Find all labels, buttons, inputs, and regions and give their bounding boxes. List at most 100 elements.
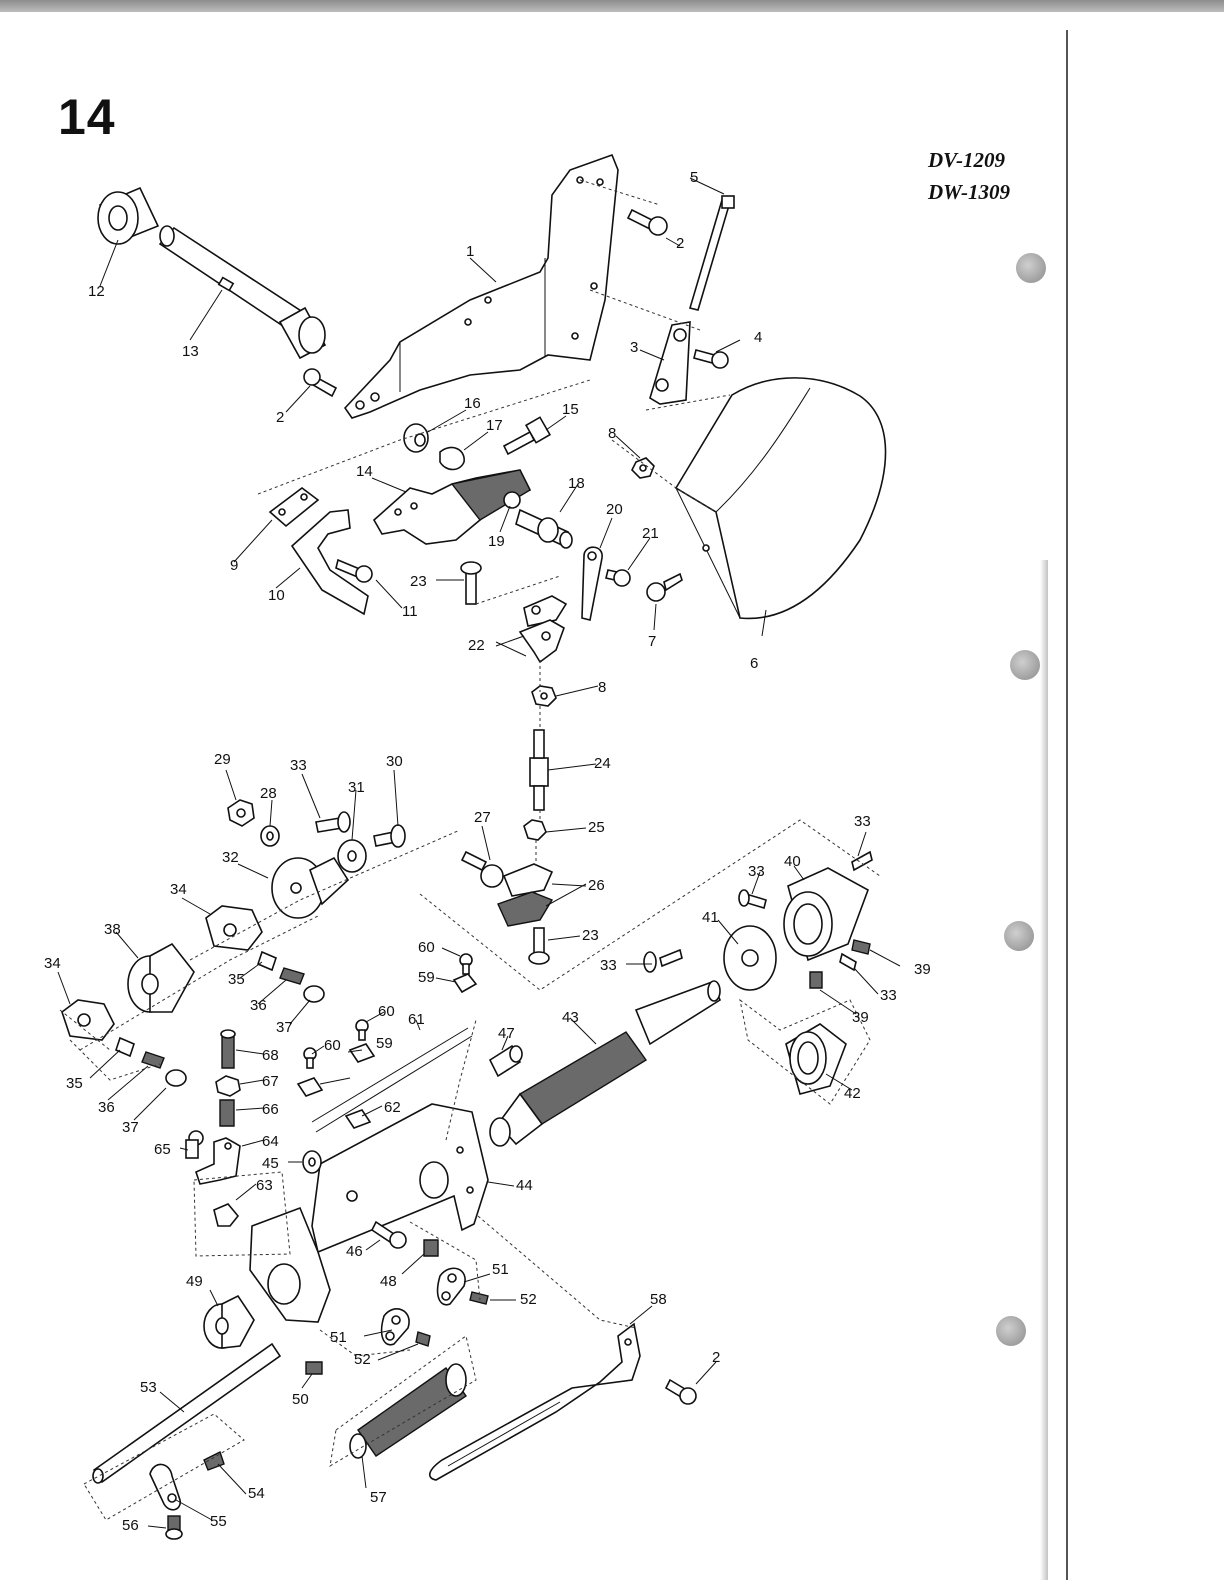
part-22-clamp <box>518 595 568 664</box>
part-37-plunger-a <box>303 985 325 1003</box>
part-29-nut <box>227 799 255 827</box>
part-51-cam-b <box>380 1308 410 1346</box>
part-21-screw <box>605 569 631 587</box>
part-43-knurled-shaft <box>489 980 722 1147</box>
part-55-lever <box>149 1463 181 1511</box>
label-68: 68 <box>262 1047 279 1064</box>
label-48: 48 <box>380 1273 397 1290</box>
label-34: 34 <box>170 881 187 898</box>
part-28-washer <box>260 825 280 847</box>
label-58: 58 <box>650 1291 667 1308</box>
part-64-bracket <box>195 1137 241 1185</box>
part-39-setscrew-b <box>809 971 823 989</box>
part-25-nut <box>523 819 547 841</box>
part-36-spring-b <box>141 1051 165 1069</box>
label-30: 30 <box>386 753 403 770</box>
label-6: 6 <box>750 655 758 672</box>
label-39: 39 <box>852 1009 869 1026</box>
label-63: 63 <box>256 1177 273 1194</box>
label-5: 5 <box>690 169 698 186</box>
part-20-link <box>581 546 603 621</box>
part-13-shaft <box>158 225 327 360</box>
part-45-washer <box>302 1150 322 1174</box>
part-15-screw <box>502 416 552 456</box>
label-16: 16 <box>464 395 481 412</box>
part-57-knurled-roller <box>349 1363 467 1459</box>
part-52-setscrew-a <box>469 1291 489 1305</box>
part-35-pin-b <box>115 1036 135 1058</box>
label-33: 33 <box>854 813 871 830</box>
part-10-lever <box>290 509 369 616</box>
part-34-cam-b <box>61 999 115 1041</box>
label-3: 3 <box>630 339 638 356</box>
label-10: 10 <box>268 587 285 604</box>
label-52: 52 <box>354 1351 371 1368</box>
part-50-setscrew <box>305 1361 323 1375</box>
part-30-screw <box>373 824 406 848</box>
leader-lines <box>57 177 901 1529</box>
part-62-clip <box>344 1109 372 1129</box>
part-33-screw-c <box>738 889 767 910</box>
label-33: 33 <box>600 957 617 974</box>
binding-shadow <box>1040 560 1048 1580</box>
part-37-plunger-b <box>165 1069 187 1087</box>
part-33-washer <box>337 839 367 873</box>
part-56-screw <box>165 1515 183 1540</box>
label-44: 44 <box>516 1177 533 1194</box>
label-40: 40 <box>784 853 801 870</box>
part-59-clip-b <box>348 1043 376 1063</box>
part-48-setscrew <box>423 1239 439 1257</box>
label-17: 17 <box>486 417 503 434</box>
label-23: 23 <box>582 927 599 944</box>
model-label-2: DW-1309 <box>928 180 1011 204</box>
assembly-lines <box>59 179 881 1521</box>
part-2-screw-a <box>303 368 338 398</box>
part-58-lever <box>429 1322 641 1481</box>
label-60: 60 <box>378 1003 395 1020</box>
label-66: 66 <box>262 1101 279 1118</box>
part-67-nut <box>215 1075 241 1097</box>
label-50: 50 <box>292 1391 309 1408</box>
part-52-setscrew-b <box>415 1331 431 1347</box>
part-36-spring-a <box>279 967 305 985</box>
label-38: 38 <box>104 921 121 938</box>
label-51: 51 <box>330 1329 347 1346</box>
label-57: 57 <box>370 1489 387 1506</box>
label-2: 2 <box>276 409 284 426</box>
punch-hole <box>996 1316 1026 1346</box>
part-60-screw-a <box>459 953 473 975</box>
part-35-pin-a <box>257 950 277 972</box>
label-37: 37 <box>276 1019 293 1036</box>
part-23-screw-b <box>528 927 550 965</box>
label-19: 19 <box>488 533 505 550</box>
label-36: 36 <box>98 1099 115 1116</box>
part-2-screw-c <box>664 1378 697 1405</box>
label-13: 13 <box>182 343 199 360</box>
label-56: 56 <box>122 1517 139 1534</box>
label-47: 47 <box>498 1025 515 1042</box>
part-61-rod <box>311 1027 473 1133</box>
label-25: 25 <box>588 819 605 836</box>
label-51: 51 <box>492 1261 509 1278</box>
part-11-screw <box>335 558 373 583</box>
label-60: 60 <box>324 1037 341 1054</box>
part-26-clamp <box>497 863 554 927</box>
model-label-1: DV-1209 <box>928 148 1006 172</box>
part-8-nut-a <box>631 457 655 479</box>
label-26: 26 <box>588 877 605 894</box>
part-41-plate <box>723 925 777 991</box>
label-2: 2 <box>676 235 684 252</box>
label-46: 46 <box>346 1243 363 1260</box>
label-61: 61 <box>408 1011 425 1028</box>
part-33-screw-f <box>839 952 857 972</box>
part-12-collar <box>97 186 160 245</box>
label-2: 2 <box>712 1349 720 1366</box>
label-33: 33 <box>748 863 765 880</box>
part-33-screw-e <box>643 948 683 973</box>
label-33: 33 <box>290 757 307 774</box>
label-23: 23 <box>410 573 427 590</box>
part-39-setscrew-a <box>851 939 871 955</box>
label-22: 22 <box>468 637 485 654</box>
part-53-rod <box>92 1342 282 1484</box>
